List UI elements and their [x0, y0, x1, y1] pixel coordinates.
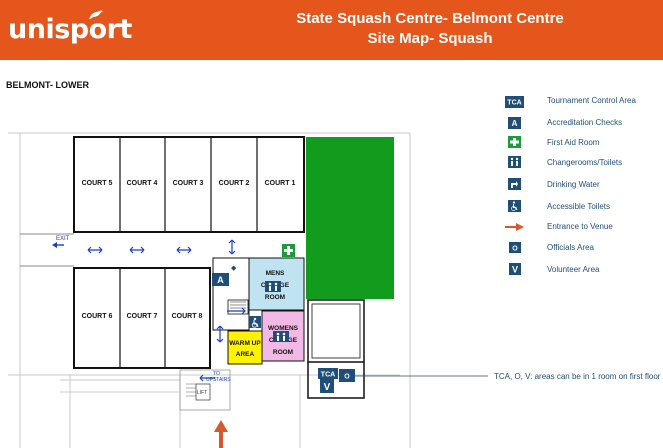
court-label-7: COURT 7	[127, 313, 158, 320]
page-title: State Squash Centre- Belmont Centre	[296, 10, 564, 27]
svg-text:O: O	[344, 374, 350, 381]
legend-label-tca: Tournament Control Area	[547, 96, 636, 105]
legend-label-accessible: Accessible Toilets	[547, 202, 610, 211]
legend-label-officials: Officials Area	[547, 243, 594, 252]
to-upstairs-label-1: TO	[213, 371, 220, 377]
court-label-8: COURT 8	[172, 313, 203, 320]
court-block-bottom	[73, 267, 211, 369]
legend-volunteer-icon	[509, 263, 521, 275]
kangaroo-logo-icon	[89, 10, 103, 19]
court-block-top	[73, 136, 305, 233]
page-subtitle: Site Map- Squash	[367, 30, 493, 47]
legend-accreditation-icon	[508, 117, 521, 129]
stairs-area	[179, 369, 231, 411]
legend-label-changerooms: Changerooms/Toilets	[547, 158, 623, 167]
drinking-water-icon: ◆	[231, 265, 237, 272]
legend-label-drinking-water: Drinking Water	[547, 180, 600, 189]
mens-room-label-1: MENS	[266, 270, 285, 277]
svg-text:V: V	[512, 265, 518, 275]
court-label-3: COURT 3	[173, 180, 204, 187]
tca-note: TCA, O, V: areas can be in 1 room on fir…	[494, 372, 661, 381]
legend-label-entrance: Entrance to Venue	[547, 222, 613, 231]
svg-text:A: A	[512, 119, 518, 128]
lift-label: LIFT	[197, 390, 207, 396]
legend-label-accreditation: Accreditation Checks	[547, 118, 623, 127]
legend-drinking-water-icon	[508, 178, 521, 190]
toilets-icon	[273, 331, 289, 342]
accessible-toilet-icon	[249, 316, 261, 328]
svg-text:V: V	[324, 382, 331, 393]
legend-label-first-aid: First Aid Room	[547, 138, 600, 147]
green-area	[306, 137, 394, 299]
legend-accessible-icon	[508, 200, 521, 212]
mens-room-label-3: ROOM	[265, 294, 285, 301]
womens-room-label-1: WOMENS	[268, 325, 299, 332]
toilets-icon	[265, 281, 281, 292]
legend-officials-icon	[509, 242, 521, 253]
legend-first-aid-icon	[508, 136, 521, 148]
outer-outline	[8, 132, 411, 448]
svg-text:◆: ◆	[231, 265, 237, 272]
entrance-arrow-icon	[214, 420, 228, 448]
corridor-walls	[20, 233, 74, 267]
warmup-label-2: AREA	[236, 351, 255, 358]
legend-icons: TCA A O V	[505, 96, 524, 275]
legend-label-volunteer: Volunteer Area	[547, 265, 600, 274]
warmup-label-1: WARM UP	[229, 340, 261, 347]
officials-icon: O	[339, 369, 355, 382]
right-room-block	[307, 299, 365, 399]
womens-room-label-3: ROOM	[273, 349, 293, 356]
court-label-6: COURT 6	[82, 313, 113, 320]
header-banner: unisport State Squash Centre- Belmont Ce…	[0, 0, 663, 60]
court-label-5: COURT 5	[82, 180, 113, 187]
svg-text:TCA: TCA	[321, 372, 335, 379]
warm-up-area	[227, 330, 263, 365]
floor-label: BELMONT- LOWER	[6, 80, 89, 90]
exit-label: EXIT	[56, 236, 70, 242]
to-upstairs-label-2: UPSTAIRS	[206, 377, 231, 383]
legend-toilets-icon	[508, 156, 521, 168]
svg-text:O: O	[512, 246, 518, 253]
svg-text:TCA: TCA	[507, 100, 521, 107]
court-label-1: COURT 1	[265, 180, 296, 187]
legend-tca-icon	[505, 96, 524, 108]
tca-icon: TCA	[318, 368, 338, 379]
volunteer-icon: V	[320, 379, 334, 393]
court-label-2: COURT 2	[219, 180, 250, 187]
amenities-block	[212, 257, 305, 365]
svg-text:A: A	[217, 275, 224, 285]
brand-logo: unisport	[8, 14, 132, 45]
legend-entrance-arrow-icon	[505, 223, 524, 231]
accreditation-icon: A	[212, 273, 229, 286]
exit-arrow-icon	[52, 242, 64, 248]
court-label-4: COURT 4	[127, 180, 158, 187]
direction-arrows	[87, 239, 246, 382]
first-aid-icon	[282, 244, 295, 257]
